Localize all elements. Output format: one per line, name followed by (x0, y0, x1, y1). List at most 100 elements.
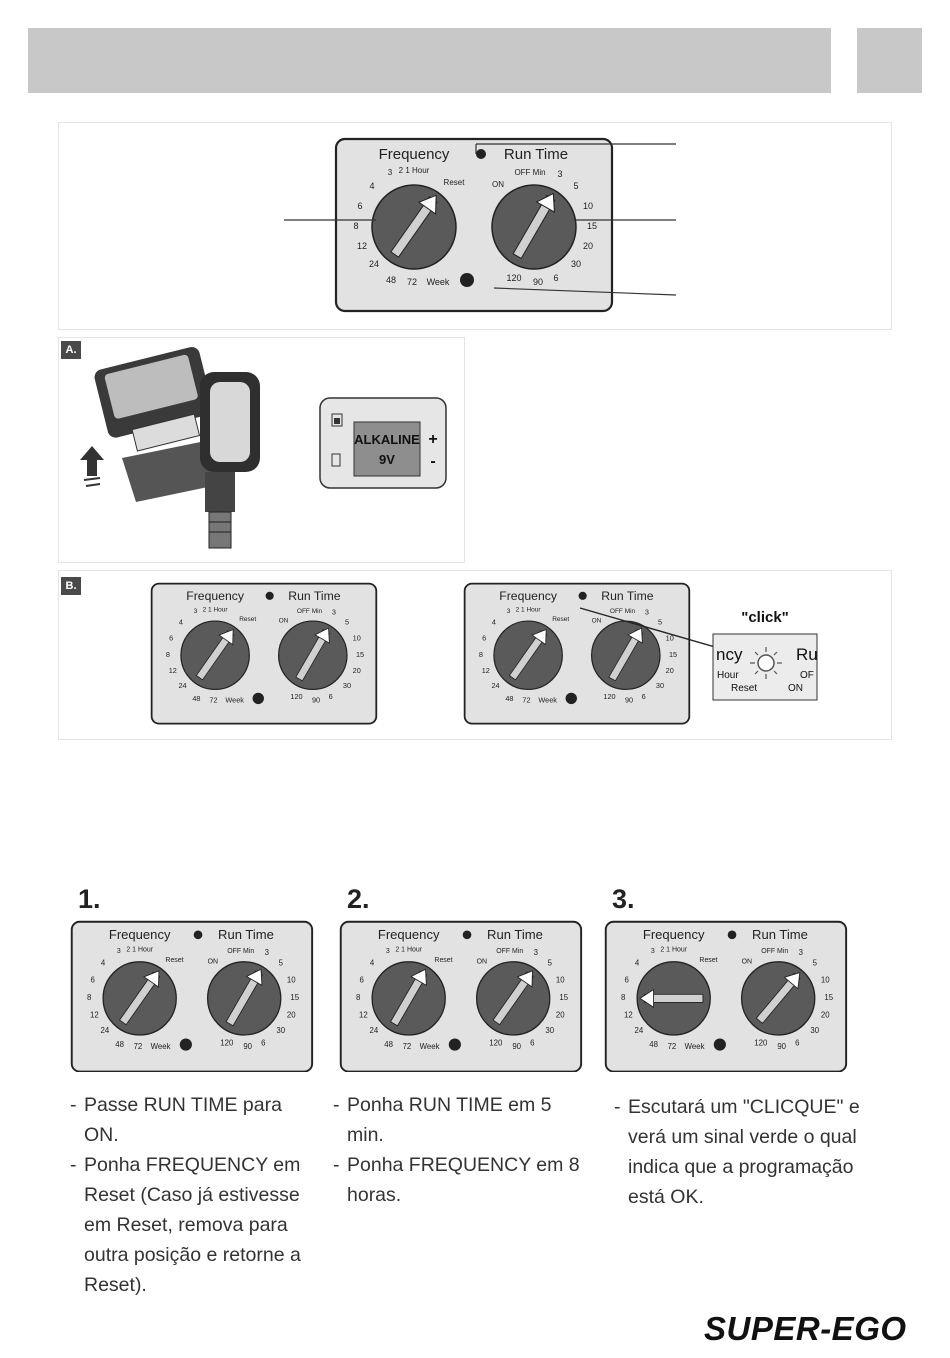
run-time-knob[interactable] (740, 961, 816, 1036)
run-tick: 3 (265, 948, 270, 957)
run-tick-on: ON (742, 959, 752, 966)
run-time-knob[interactable] (475, 961, 551, 1036)
run-time-label: Run Time (487, 927, 543, 942)
freq-tick-week: Week (225, 695, 244, 704)
manual-button[interactable] (565, 692, 577, 705)
step-1-line-1: Passe RUN TIME para ON. (70, 1090, 322, 1150)
run-tick: 120 (290, 692, 302, 701)
run-tick: 20 (353, 666, 361, 675)
freq-tick: 48 (384, 1040, 393, 1049)
run-tick-on: ON (492, 180, 504, 189)
frequency-label: Frequency (186, 589, 245, 603)
frequency-label: Frequency (379, 146, 450, 163)
run-tick: 6 (329, 692, 333, 701)
brand-logo: SUPER-EGO (704, 1310, 907, 1347)
manual-button[interactable] (252, 692, 264, 705)
freq-tick-week: Week (538, 695, 557, 704)
run-time-label: Run Time (288, 589, 340, 603)
frequency-knob[interactable] (371, 184, 457, 270)
step-2-number: 2. (347, 884, 370, 914)
freq-tick-hour: 2 1 Hour (660, 946, 687, 953)
run-tick: 120 (220, 1038, 234, 1047)
run-tick: 3 (799, 948, 804, 957)
run-time-knob[interactable] (491, 184, 577, 270)
run-tick: 3 (557, 169, 562, 179)
freq-tick: 24 (369, 259, 379, 269)
run-tick-off-min: OFF Min (610, 608, 636, 615)
freq-tick-hour: 2 1 Hour (126, 946, 153, 953)
freq-tick-reset: Reset (699, 957, 717, 964)
run-tick: 6 (795, 1038, 800, 1047)
run-time-knob[interactable] (206, 961, 282, 1036)
freq-tick-week: Week (151, 1042, 171, 1051)
step-1-instructions: Passe RUN TIME para ON. Ponha FREQUENCY … (70, 1090, 322, 1300)
freq-tick: 72 (668, 1042, 677, 1051)
knob-pointer-icon (627, 627, 643, 644)
knob-pointer-icon (143, 970, 160, 988)
freq-tick: 8 (87, 993, 92, 1002)
freq-tick: 4 (492, 617, 496, 626)
manual-button[interactable] (713, 1038, 726, 1051)
run-tick: 3 (534, 948, 539, 957)
freq-tick: 12 (359, 1011, 368, 1020)
frequency-label: Frequency (109, 927, 171, 942)
frequency-knob[interactable] (180, 620, 250, 691)
run-tick: 5 (813, 958, 818, 967)
freq-tick: 3 (194, 608, 198, 615)
step-1-line-2: Ponha FREQUENCY em Reset (Caso já estive… (70, 1150, 322, 1300)
freq-tick: 3 (388, 168, 393, 177)
run-tick-on: ON (279, 618, 289, 625)
run-tick-off-min: OFF Min (761, 948, 788, 955)
freq-tick: 4 (635, 958, 640, 967)
freq-tick-reset: Reset (165, 957, 183, 964)
freq-tick: 4 (370, 958, 375, 967)
frequency-knob[interactable] (371, 961, 446, 1036)
run-tick: 90 (243, 1042, 252, 1051)
freq-tick-hour: 2 1 Hour (203, 606, 229, 613)
frequency-knob[interactable] (102, 961, 177, 1036)
freq-tick: 48 (386, 275, 396, 285)
frequency-knob[interactable] (493, 620, 563, 691)
run-tick: 5 (573, 181, 578, 191)
run-tick-on: ON (208, 959, 218, 966)
run-time-knob[interactable] (278, 620, 348, 691)
manual-button[interactable] (460, 273, 474, 287)
freq-tick: 6 (357, 201, 362, 211)
freq-tick: 48 (649, 1040, 658, 1049)
run-tick: 10 (353, 634, 361, 643)
run-tick: 120 (506, 273, 521, 283)
freq-tick: 4 (101, 958, 106, 967)
freq-tick-reset: Reset (239, 616, 256, 623)
freq-tick: 72 (403, 1042, 412, 1051)
step-3-instructions: Escutará um "CLICQUE" e verá um sinal ve… (614, 1092, 864, 1212)
freq-tick: 6 (624, 976, 629, 985)
battery-voltage-label: 9V (379, 452, 395, 467)
run-tick-off-min: OFF Min (227, 948, 254, 955)
run-tick: 5 (548, 958, 553, 967)
frequency-knob[interactable] (636, 961, 711, 1036)
freq-tick: 12 (482, 666, 490, 675)
run-tick: 30 (810, 1026, 819, 1035)
step-1-number: 1. (78, 884, 101, 914)
freq-tick: 8 (621, 993, 626, 1002)
freq-tick: 24 (491, 681, 499, 690)
run-tick: 10 (583, 201, 593, 211)
manual-button[interactable] (448, 1038, 461, 1051)
callout-lines (284, 143, 677, 296)
manual-button[interactable] (179, 1038, 192, 1051)
freq-tick: 8 (353, 221, 358, 231)
freq-tick: 24 (100, 1026, 109, 1035)
battery-9v: ALKALINE 9V + - (319, 397, 447, 489)
run-tick: 20 (583, 241, 593, 251)
click-zoom-callout: "click" ncy Ru Hour Reset OF ON (579, 607, 818, 701)
frequency-label: Frequency (643, 927, 705, 942)
status-led-icon (193, 930, 203, 940)
freq-tick-week: Week (427, 277, 450, 287)
run-tick-on: ON (477, 959, 487, 966)
run-time-knob[interactable] (591, 620, 661, 691)
run-tick: 30 (656, 681, 664, 690)
run-tick: 20 (821, 1011, 830, 1020)
run-tick-on: ON (592, 618, 602, 625)
